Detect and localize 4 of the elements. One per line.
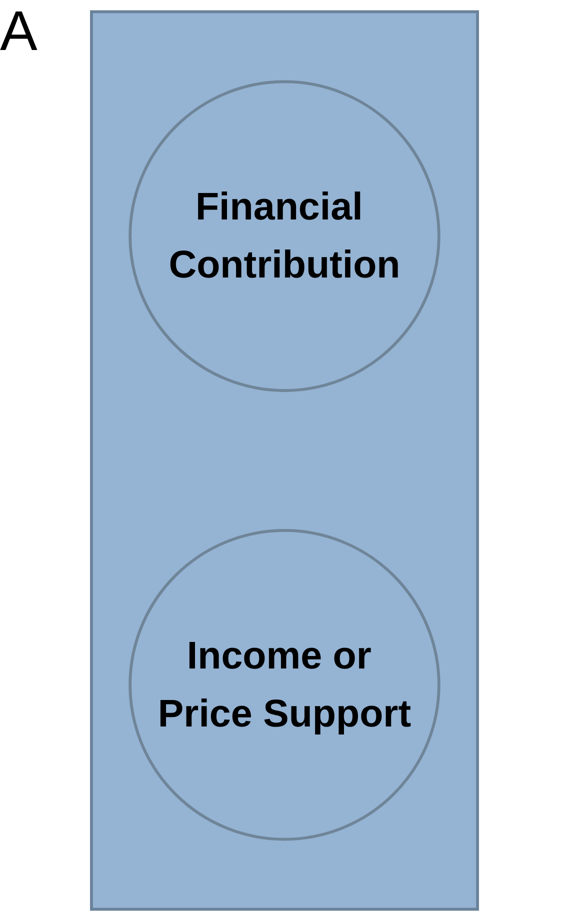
node-circle: Income or Price Support [128,529,440,841]
panel-label: A [0,0,38,62]
node-circle: Financial Contribution [128,80,440,392]
cluster [90,10,479,911]
